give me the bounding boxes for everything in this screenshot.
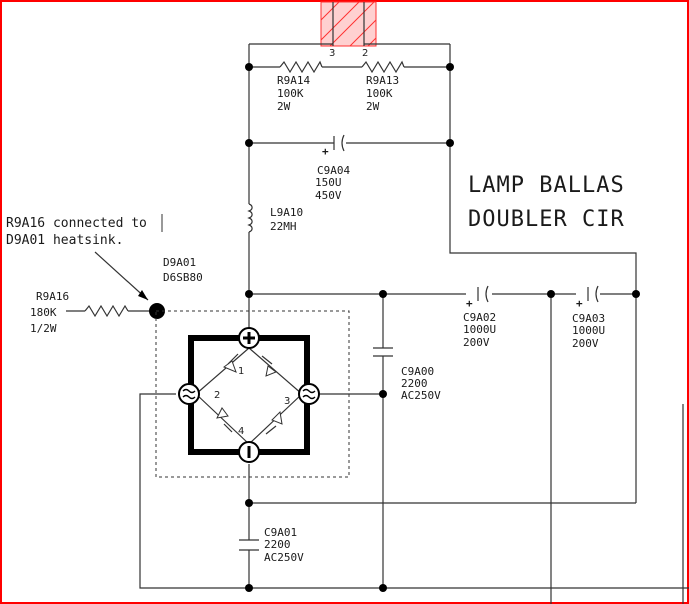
bridge-body xyxy=(188,335,310,455)
title-line-2: DOUBLER CIR xyxy=(468,207,625,232)
bridge-terminal-ac-right xyxy=(298,383,320,405)
R9A14-value: 100K xyxy=(277,87,304,100)
capacitor-C9A02: + C9A02 1000U 200V xyxy=(463,285,496,349)
bridge-pin-4: 4 xyxy=(238,426,244,437)
resistor-R9A16: R9A16 180K 1/2W xyxy=(30,290,129,335)
C9A04-value: 150U xyxy=(315,176,342,189)
R9A13-ref: R9A13 xyxy=(366,74,399,87)
bridge-pin-3: 3 xyxy=(284,396,290,407)
D9A01-part: D6SB80 xyxy=(163,271,203,284)
top-connector: 3 2 xyxy=(320,1,377,59)
note-line-2: D9A01 heatsink. xyxy=(6,233,123,248)
capacitor-C9A01: C9A01 2200 AC250V xyxy=(239,526,304,564)
bridge-pin-2: 2 xyxy=(214,390,220,401)
C9A04-plus: + xyxy=(322,145,329,158)
resistor-R9A13: R9A13 100K 2W xyxy=(361,60,405,113)
inductor-L9A10: L9A10 22MH xyxy=(247,203,303,233)
C9A03-plus: + xyxy=(576,297,583,310)
note-line-1: R9A16 connected to xyxy=(6,216,147,231)
C9A04-rating: 450V xyxy=(315,189,342,202)
junction-dots xyxy=(149,63,640,592)
resistor-R9A14: R9A14 100K 2W xyxy=(277,60,323,113)
title-line-1: LAMP BALLAS xyxy=(468,173,625,198)
capacitor-C9A03: + C9A03 1000U 200V xyxy=(572,285,605,350)
R9A14-ref: R9A14 xyxy=(277,74,310,87)
capacitor-C9A00: C9A00 2200 AC250V xyxy=(373,347,441,402)
C9A02-ref: C9A02 xyxy=(463,311,496,324)
bridge-terminal-ac-left xyxy=(178,383,200,405)
R9A16-ref: R9A16 xyxy=(36,290,69,303)
heatsink-outline xyxy=(155,310,350,478)
R9A13-rating: 2W xyxy=(366,100,380,113)
C9A03-value: 1000U xyxy=(572,324,605,337)
L9A10-ref: L9A10 xyxy=(270,206,303,219)
C9A02-rating: 200V xyxy=(463,336,490,349)
C9A01-ref: C9A01 xyxy=(264,526,297,539)
bridge-terminal-plus xyxy=(238,327,260,349)
connector-pin-3: 3 xyxy=(329,48,335,59)
C9A01-value: 2200 xyxy=(264,538,291,551)
capacitor-C9A04: + C9A04 150U 450V xyxy=(315,134,350,202)
C9A03-ref: C9A03 xyxy=(572,312,605,325)
L9A10-value: 22MH xyxy=(270,220,297,233)
C9A03-rating: 200V xyxy=(572,337,599,350)
C9A04-ref: C9A04 xyxy=(317,164,350,177)
C9A02-plus: + xyxy=(466,297,473,310)
D9A01-ref: D9A01 xyxy=(163,256,196,269)
R9A16-rating: 1/2W xyxy=(30,322,57,335)
C9A01-rating: AC250V xyxy=(264,551,304,564)
R9A13-value: 100K xyxy=(366,87,393,100)
bridge-terminal-minus xyxy=(238,441,260,463)
C9A00-ref: C9A00 xyxy=(401,365,434,378)
R9A14-rating: 2W xyxy=(277,100,291,113)
C9A02-value: 1000U xyxy=(463,323,496,336)
R9A16-value: 180K xyxy=(30,306,57,319)
connector-pin-2: 2 xyxy=(362,48,368,59)
C9A00-rating: AC250V xyxy=(401,389,441,402)
bridge-rectifier-D9A01: 1 2 3 4 xyxy=(155,310,350,478)
C9A00-value: 2200 xyxy=(401,377,428,390)
bridge-pin-1: 1 xyxy=(238,366,244,377)
